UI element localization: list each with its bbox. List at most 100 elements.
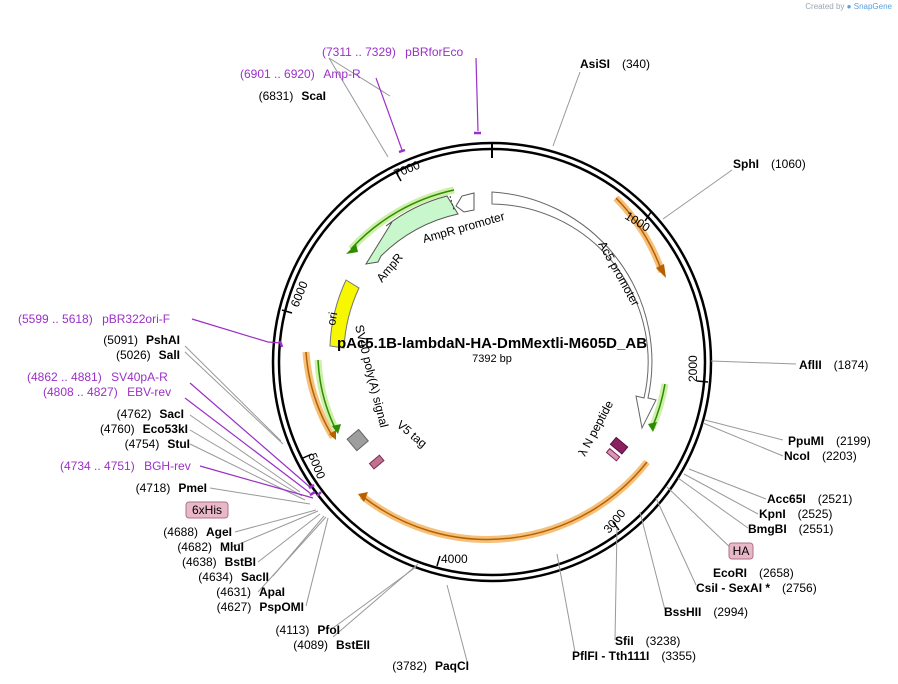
site-right-ecori: EcoRI(2658) bbox=[713, 566, 794, 580]
site-left-eco53ki: (4760)Eco53kI bbox=[100, 422, 188, 436]
primer-label-pbrforeco: (7311 .. 7329) pBRforEco bbox=[322, 45, 464, 59]
svg-text:(4089)BstEII: (4089)BstEII bbox=[293, 638, 370, 652]
svg-text:(4634)SacII: (4634)SacII bbox=[198, 570, 269, 584]
svg-text:(4762)SacI: (4762)SacI bbox=[117, 407, 184, 421]
primer-label-bgh-rev: (4734 .. 4751) BGH-rev bbox=[60, 459, 191, 473]
svg-text:(4754)StuI: (4754)StuI bbox=[125, 437, 190, 451]
feature-ori: ori bbox=[324, 311, 340, 327]
primer-lines bbox=[184, 57, 479, 499]
svg-text:AsiSI(340): AsiSI(340) bbox=[580, 57, 650, 71]
plasmid-title: pAc5.1B-lambdaN-HA-DmMextli-M605D_AB bbox=[337, 335, 647, 352]
primer-ticks bbox=[278, 131, 481, 497]
svg-text:BmgBI(2551): BmgBI(2551) bbox=[748, 522, 833, 536]
leader-lines bbox=[184, 57, 797, 666]
site-left-paqci: (3782)PaqCI bbox=[392, 659, 469, 673]
site-left-sali: (5026)SalI bbox=[116, 348, 180, 362]
svg-text:(4718)PmeI: (4718)PmeI bbox=[136, 481, 207, 495]
svg-text:(4808 .. 4827) EBV-rev: (4808 .. 4827) EBV-rev bbox=[43, 385, 171, 399]
svg-text:PflFI - Tth111I(3355): PflFI - Tth111I(3355) bbox=[572, 649, 696, 663]
sv40-polya-box bbox=[346, 428, 369, 452]
v5-tag-box bbox=[368, 454, 385, 470]
box-6xhis: 6xHis bbox=[185, 501, 229, 519]
position-ticks bbox=[281, 171, 709, 567]
site-left-bstbi: (4638)BstBI bbox=[182, 555, 256, 569]
site-left-stui: (4754)StuI bbox=[125, 437, 190, 451]
primer-label-sv40pa-r: (4862 .. 4881) SV40pA-R bbox=[27, 370, 168, 384]
svg-text:EcoRI(2658): EcoRI(2658) bbox=[713, 566, 794, 580]
svg-text:SfiI(3238): SfiI(3238) bbox=[615, 634, 680, 648]
site-left-pspomi: (4627)PspOMI bbox=[217, 600, 304, 614]
site-right-asisi: AsiSI(340) bbox=[580, 57, 650, 71]
site-right-bmgbi: BmgBI(2551) bbox=[748, 522, 833, 536]
primer-label-ebv-rev: (4808 .. 4827) EBV-rev bbox=[43, 385, 171, 399]
svg-text:(6901 .. 6920) Amp-R: (6901 .. 6920) Amp-R bbox=[240, 67, 361, 81]
svg-text:(7311 .. 7329) pBRforEco: (7311 .. 7329) pBRforEco bbox=[322, 45, 464, 59]
svg-text:KpnI(2525): KpnI(2525) bbox=[759, 507, 832, 521]
ampr-promoter-arrow bbox=[455, 192, 475, 213]
tick-label-7000: 7000 bbox=[392, 158, 422, 181]
ampr-arrow bbox=[364, 195, 459, 265]
svg-text:(6831)ScaI: (6831)ScaI bbox=[259, 89, 326, 103]
snapgene-logo-icon: ● bbox=[846, 2, 852, 11]
site-right-pflfi-tth111i: PflFI - Tth111I(3355) bbox=[572, 649, 696, 663]
svg-text:BssHII(2994): BssHII(2994) bbox=[664, 605, 748, 619]
site-left-mlui: (4682)MluI bbox=[177, 540, 244, 554]
svg-text:(3782)PaqCI: (3782)PaqCI bbox=[392, 659, 469, 673]
site-left-saci: (4762)SacI bbox=[117, 407, 184, 421]
plasmid-length: 7392 bp bbox=[472, 353, 512, 365]
feature-v5-tag: V5 tag bbox=[394, 418, 430, 451]
svg-text:(4734 .. 4751) BGH-rev: (4734 .. 4751) BGH-rev bbox=[60, 459, 191, 473]
site-right-sphi: SphI(1060) bbox=[733, 157, 806, 171]
svg-text:(5091)PshAI: (5091)PshAI bbox=[103, 333, 180, 347]
ori-arrow bbox=[329, 279, 360, 349]
svg-text:(4682)MluI: (4682)MluI bbox=[177, 540, 244, 554]
svg-text:SphI(1060): SphI(1060) bbox=[733, 157, 806, 171]
site-right-sfii: SfiI(3238) bbox=[615, 634, 680, 648]
ac5-promoter-arrow bbox=[491, 191, 657, 430]
site-left-scai: (6831)ScaI bbox=[259, 89, 326, 103]
svg-text:HA: HA bbox=[733, 544, 750, 558]
site-left-apai: (4631)ApaI bbox=[216, 585, 285, 599]
svg-text:(4638)BstBI: (4638)BstBI bbox=[182, 555, 256, 569]
site-right-bsshii: BssHII(2994) bbox=[664, 605, 748, 619]
site-right-ppumi: PpuMI(2199) bbox=[788, 434, 871, 448]
site-left-bsteii: (4089)BstEII bbox=[293, 638, 370, 652]
svg-text:(4688)AgeI: (4688)AgeI bbox=[163, 525, 232, 539]
svg-text:NcoI(2203): NcoI(2203) bbox=[784, 449, 857, 463]
site-right-aflii: AflII(1874) bbox=[799, 358, 868, 372]
feature-arcs bbox=[302, 186, 669, 543]
svg-text:(4760)Eco53kI: (4760)Eco53kI bbox=[100, 422, 188, 436]
tick-label-4000: 4000 bbox=[441, 552, 468, 566]
svg-text:AflII(1874): AflII(1874) bbox=[799, 358, 868, 372]
svg-text:PpuMI(2199): PpuMI(2199) bbox=[788, 434, 871, 448]
site-right-acc65i: Acc65I(2521) bbox=[767, 492, 852, 506]
site-right-csii-sexai: CsiI - SexAI *(2756) bbox=[696, 581, 817, 595]
svg-text:CsiI - SexAI *(2756): CsiI - SexAI *(2756) bbox=[696, 581, 817, 595]
svg-text:(5026)SalI: (5026)SalI bbox=[116, 348, 180, 362]
ha-box-inner bbox=[605, 447, 621, 462]
snapgene-credit: Created by ● SnapGene bbox=[805, 2, 892, 11]
svg-text:(4113)PfoI: (4113)PfoI bbox=[276, 623, 340, 637]
site-left-sacii: (4634)SacII bbox=[198, 570, 269, 584]
site-right-kpni: KpnI(2525) bbox=[759, 507, 832, 521]
site-left-pmei: (4718)PmeI bbox=[136, 481, 207, 495]
svg-text:(4862 .. 4881) SV40pA-R: (4862 .. 4881) SV40pA-R bbox=[27, 370, 168, 384]
box-ha: HA bbox=[728, 542, 754, 560]
site-left-pfoi: (4113)PfoI bbox=[276, 623, 340, 637]
lambdan-box bbox=[609, 436, 629, 455]
primer-label-pbr322ori-f: (5599 .. 5618) pBR322ori-F bbox=[18, 312, 170, 326]
tick-label-5000: 5000 bbox=[305, 451, 328, 481]
tick-label-6000: 6000 bbox=[288, 279, 311, 309]
primer-label-amp-r: (6901 .. 6920) Amp-R bbox=[240, 67, 361, 81]
feature-ac5-promoter: Ac5 promoter bbox=[595, 239, 642, 309]
site-right-ncoi: NcoI(2203) bbox=[784, 449, 857, 463]
site-left-agei: (4688)AgeI bbox=[163, 525, 232, 539]
svg-text:(5599 .. 5618) pBR322ori-F: (5599 .. 5618) pBR322ori-F bbox=[18, 312, 170, 326]
svg-text:6xHis: 6xHis bbox=[192, 503, 222, 517]
tick-label-3000: 3000 bbox=[601, 506, 629, 536]
svg-text:(4627)PspOMI: (4627)PspOMI bbox=[217, 600, 304, 614]
svg-text:Acc65I(2521): Acc65I(2521) bbox=[767, 492, 852, 506]
ampr-start-dots bbox=[449, 195, 455, 211]
svg-text:(4631)ApaI: (4631)ApaI bbox=[216, 585, 285, 599]
